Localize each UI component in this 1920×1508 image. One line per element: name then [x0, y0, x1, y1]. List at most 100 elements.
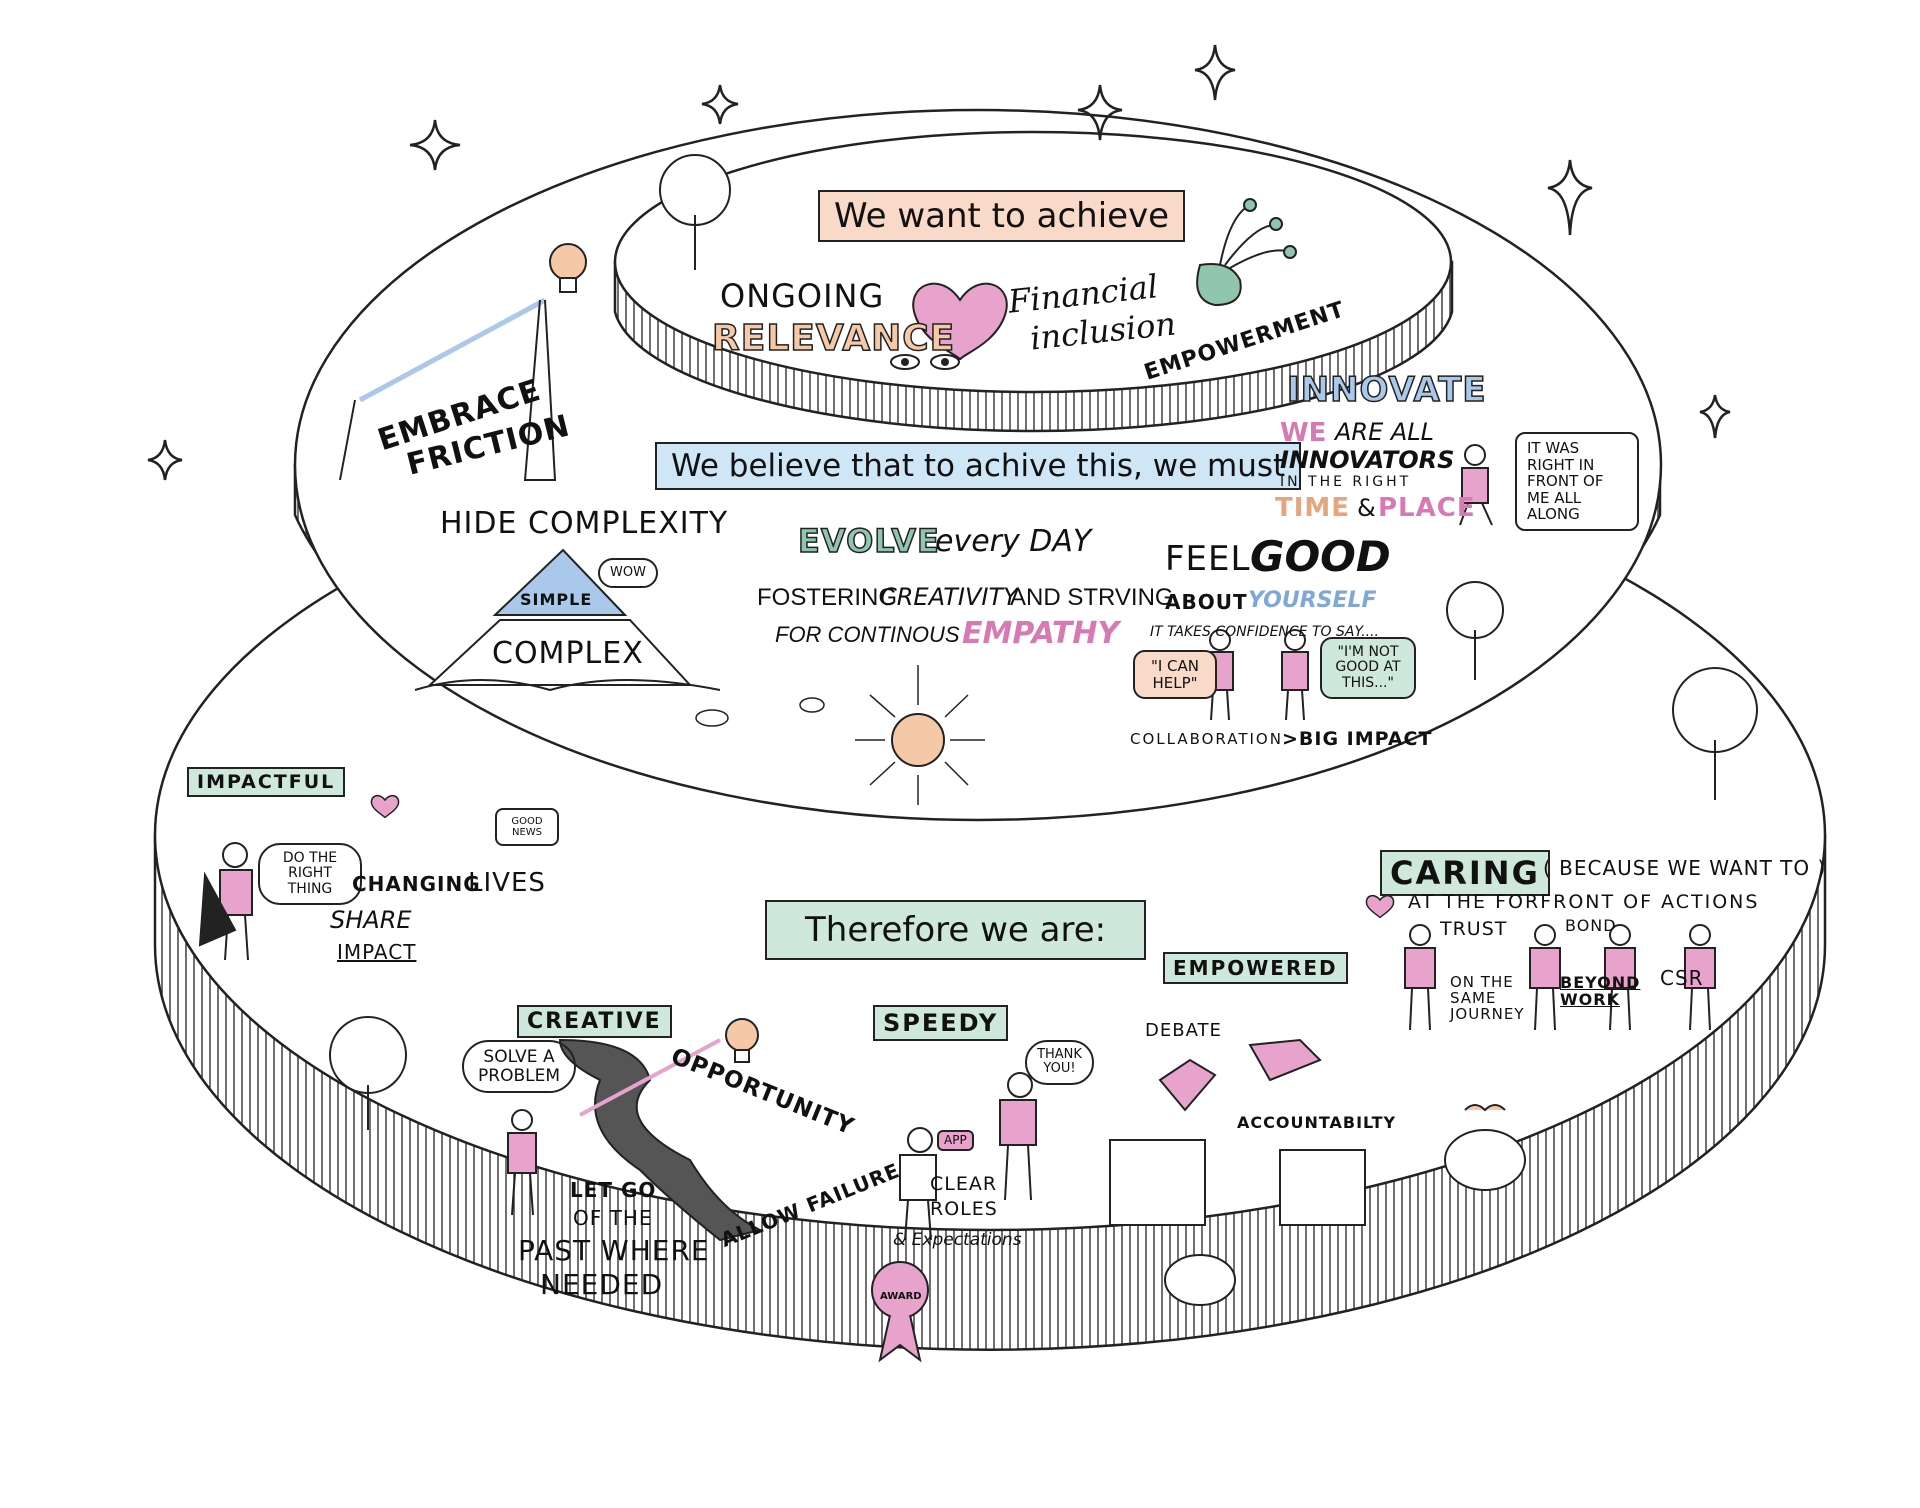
innovators-label: INNOVATORS: [1280, 446, 1455, 474]
empowered-tag: EMPOWERED: [1163, 952, 1348, 984]
time-label: TIME: [1275, 493, 1351, 523]
innovator-figure: [1459, 444, 1493, 526]
innovate-label: INNOVATE: [1286, 370, 1487, 410]
creativity-label: CREATIVITY: [880, 583, 1018, 611]
of-the-label: OF THE: [573, 1206, 653, 1230]
sun-icon: [855, 665, 985, 805]
simple-label: SIMPLE: [520, 590, 593, 609]
relevance-label: RELEVANCE: [711, 318, 956, 359]
evolve-label: EVOLVE: [797, 522, 940, 560]
heart-icon: [370, 794, 400, 819]
past-where-label: PAST WHERE: [518, 1234, 710, 1267]
are-all-label: ARE ALL: [1335, 418, 1435, 446]
ampersand-label: &: [1357, 494, 1376, 522]
share-label: SHARE: [330, 906, 412, 934]
creative-tag: CREATIVE: [517, 1005, 672, 1038]
impactful-tag: IMPACTFUL: [187, 767, 346, 797]
eyes-icon: [890, 354, 960, 370]
about-label: ABOUT: [1165, 590, 1248, 614]
sparkle-icon: [1194, 44, 1236, 101]
bond-label: BOND: [1565, 916, 1617, 935]
big-impact-label: >BIG IMPACT: [1282, 728, 1433, 750]
sparkle-icons: [147, 44, 1731, 481]
sparkle-icon: [1077, 84, 1123, 141]
sparkle-icon: [701, 84, 739, 125]
because-label: ( BECAUSE WE WANT TO ): [1543, 856, 1827, 880]
rope-cliff-illustration: [339, 297, 557, 481]
roles-label: ROLES: [930, 1198, 998, 1220]
debate-label: DEBATE: [1145, 1020, 1222, 1041]
changing-label: CHANGING: [352, 872, 481, 896]
tree-icon: [1446, 581, 1504, 680]
ongoing-label: ONGOING: [720, 277, 885, 315]
caring-figures: [1404, 924, 1716, 1031]
in-the-right-label: IN THE RIGHT: [1280, 474, 1412, 490]
top-tier-banner: We want to achieve: [818, 190, 1186, 242]
speedy-figures: [899, 1072, 1037, 1241]
thank-you-bubble: THANK YOU!: [1025, 1040, 1094, 1085]
for-continous-label: FOR CONTINOUS: [775, 622, 960, 647]
csr-label: CSR: [1660, 966, 1704, 990]
confidence-label: IT TAKES CONFIDENCE TO SAY....: [1150, 624, 1379, 640]
sparkle-icon: [1547, 159, 1593, 236]
fostering-label: FOSTERING: [757, 584, 898, 611]
sparkle-icon: [409, 119, 461, 171]
people-illustrations: [198, 842, 1716, 1241]
heart-icon: [1365, 894, 1395, 919]
accountability-label: ACCOUNTABILTY: [1237, 1113, 1397, 1132]
beyond-work-label: BEYOND WORK: [1560, 973, 1641, 1009]
sparkle-icon: [147, 439, 183, 481]
every-day-label: every DAY: [935, 524, 1092, 559]
handshake-heart-icon: [912, 282, 1008, 361]
lives-label: LIVES: [468, 868, 546, 898]
middle-tier-banner: We believe that to achive this, we must: [655, 442, 1302, 490]
lightbulb-icon: [549, 243, 587, 293]
we-label: WE: [1280, 418, 1327, 448]
collaboration-label: COLLABORATION: [1130, 730, 1283, 748]
bird-icon: [1464, 1104, 1506, 1112]
lightbulb-icon: [725, 1018, 759, 1063]
speedy-tag: SPEEDY: [873, 1005, 1009, 1041]
tree-icon: [329, 1016, 407, 1130]
good-news-sign: GOOD NEWS: [495, 808, 559, 846]
right-in-front-bubble: IT WAS RIGHT IN FRONT OF ME ALL ALONG: [1515, 432, 1639, 531]
iceberg-illustration: [414, 548, 721, 692]
good-label: GOOD: [1250, 532, 1391, 581]
peacock-icon: [1196, 198, 1297, 307]
tree-icon: [1164, 1254, 1236, 1306]
superhero-figure: [198, 842, 253, 961]
solve-problem-bubble: SOLVE A PROBLEM: [462, 1040, 576, 1094]
tree-icon: [1672, 667, 1758, 800]
bottom-tier-banner: Therefore we are:: [765, 900, 1147, 960]
tree-icons: [329, 154, 1758, 1306]
not-good-bubble: "I'M NOT GOOD AT THIS...": [1320, 637, 1416, 700]
forefront-label: AT THE FORFRONT OF ACTIONS: [1408, 891, 1760, 913]
yourself-label: YOURSELF: [1248, 588, 1377, 613]
and-striving-label: AND STRVING: [1010, 584, 1174, 611]
thinker-figure: [507, 1109, 537, 1216]
i-can-help-bubble: "I CAN HELP": [1133, 650, 1217, 699]
empowered-scene: [1109, 1038, 1366, 1226]
cloud-icons: [695, 697, 825, 727]
let-go-label: LET GO: [570, 1178, 657, 1202]
expectations-label: & Expectations: [893, 1230, 1022, 1250]
sparkle-icon: [1699, 394, 1731, 439]
do-right-thing-bubble: DO THE RIGHT THING: [258, 843, 362, 906]
tree-icon: [659, 154, 731, 270]
app-badge: APP: [937, 1130, 974, 1152]
feel-label: FEEL: [1165, 539, 1251, 579]
needed-label: NEEDED: [540, 1268, 664, 1301]
award-label: AWARD: [880, 1291, 922, 1302]
wow-bubble: WOW: [598, 558, 658, 589]
tree-icon: [1444, 1129, 1526, 1191]
trust-label: TRUST: [1440, 918, 1508, 940]
hide-complexity-label: HIDE COMPLEXITY: [440, 506, 729, 541]
caring-tag: CARING: [1380, 850, 1550, 896]
empathy-label: EMPATHY: [962, 616, 1120, 651]
award-ribbon-icon: [871, 1261, 929, 1363]
impact-label: IMPACT: [337, 940, 417, 964]
opportunity-road: [558, 1038, 763, 1242]
complex-label: COMPLEX: [492, 636, 644, 671]
same-journey-label: ON THE SAME JOURNEY: [1450, 973, 1525, 1023]
